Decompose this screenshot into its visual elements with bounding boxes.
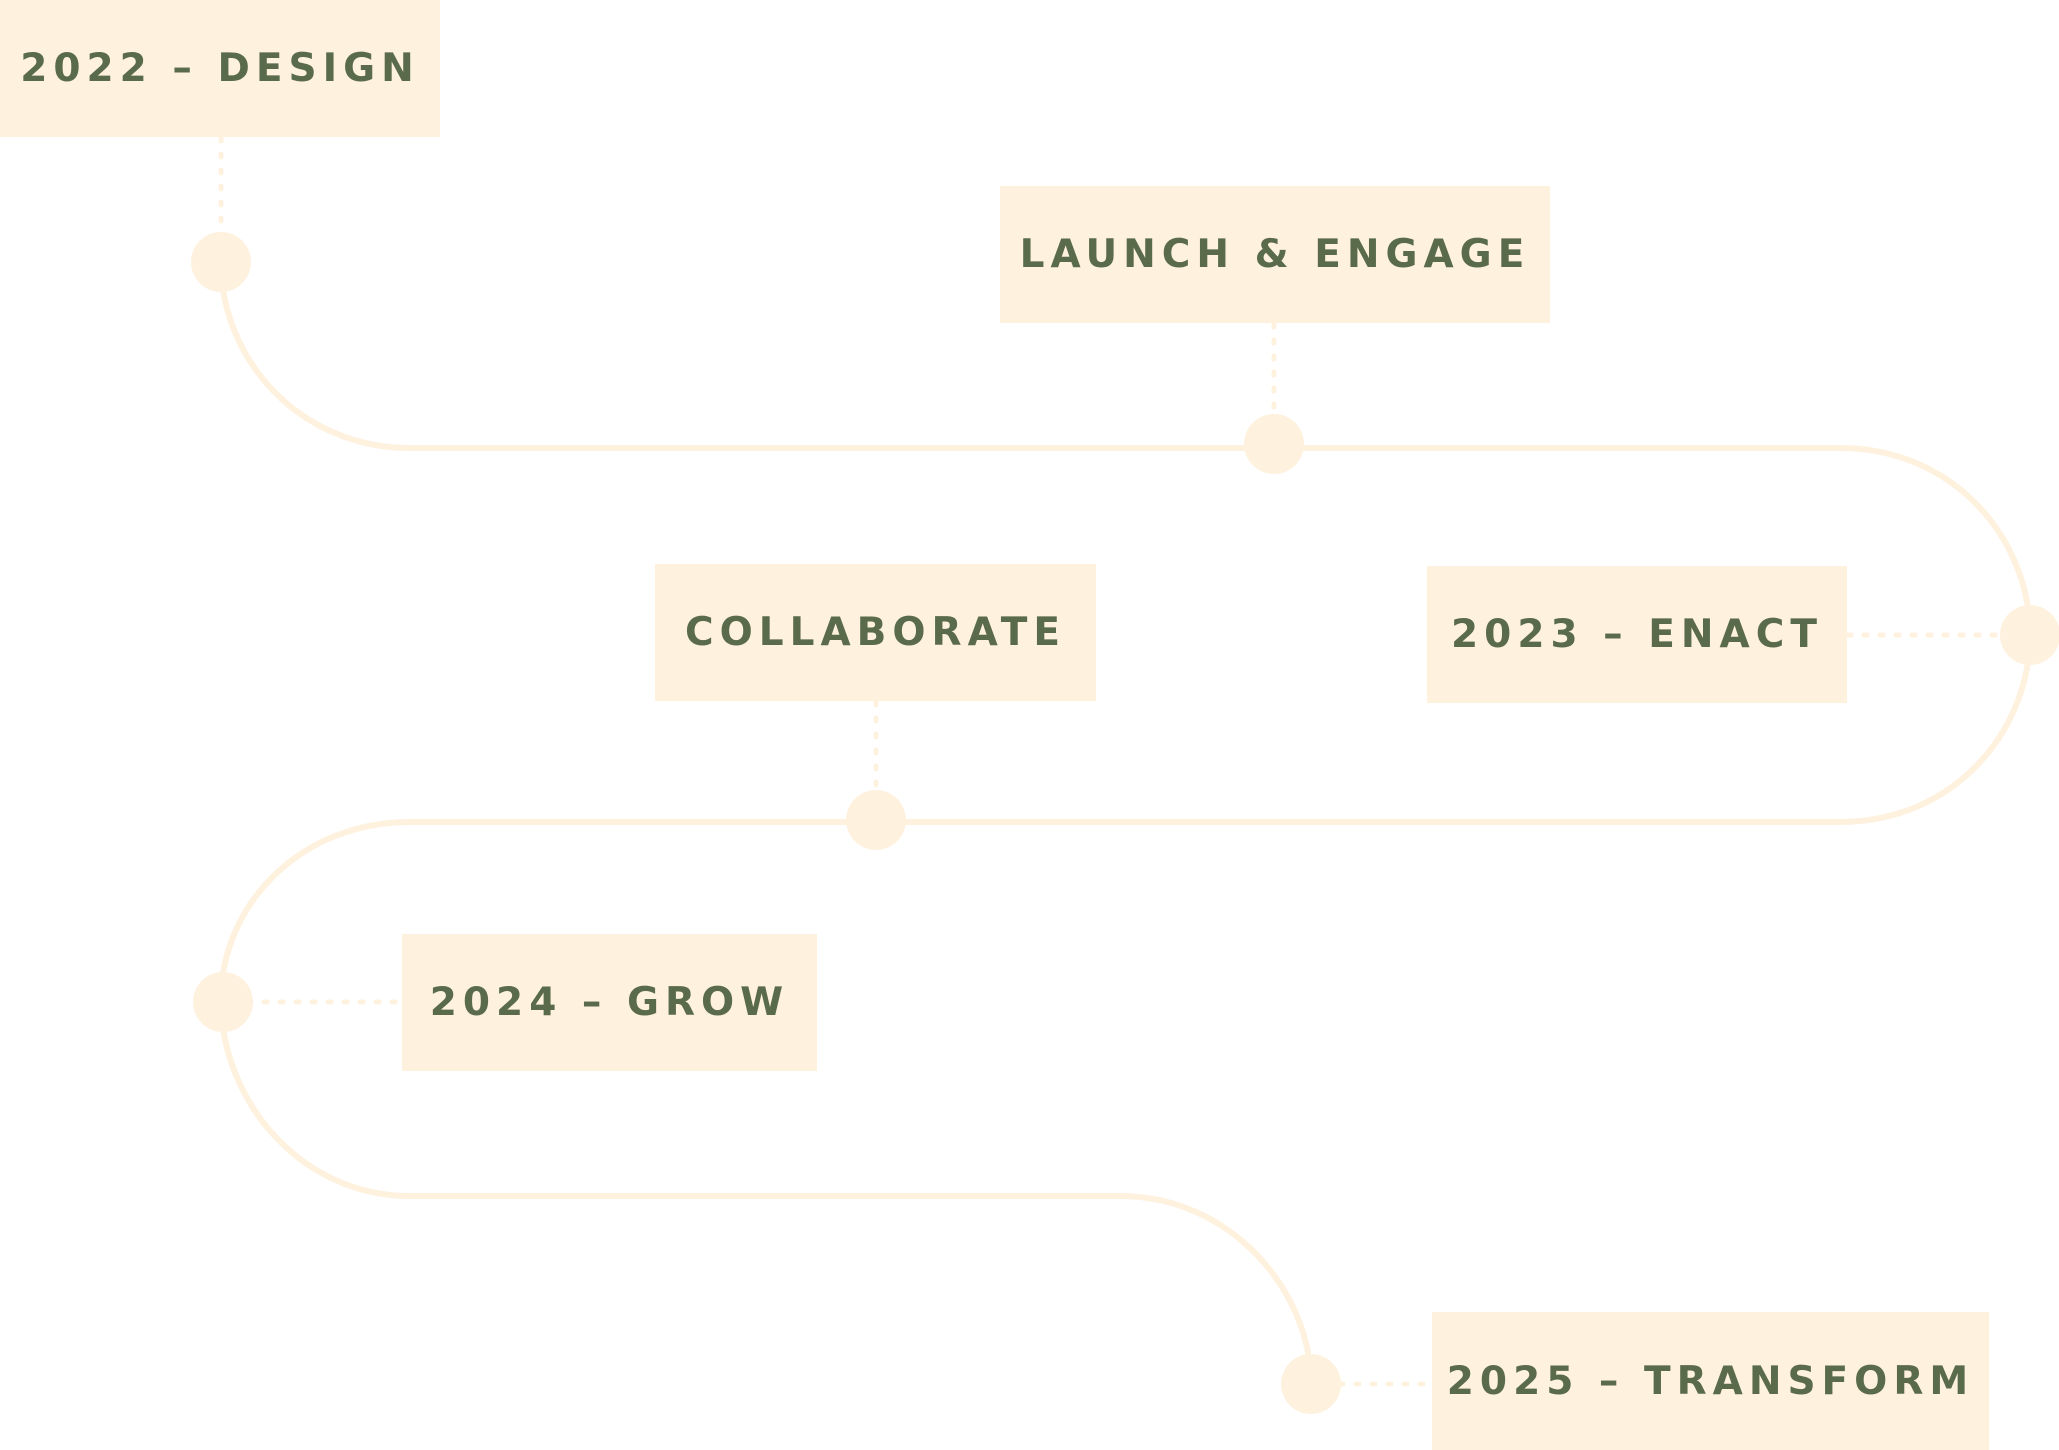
node-design [191, 232, 251, 292]
node-collaborate [846, 790, 906, 850]
milestone-label: COLLABORATE [685, 610, 1066, 655]
milestone-box-launch: LAUNCH & ENGAGE [1000, 186, 1550, 323]
node-transform [1281, 1354, 1341, 1414]
milestone-box-transform: 2025 – TRANSFORM [1432, 1312, 1989, 1450]
milestone-label: 2025 – TRANSFORM [1446, 1358, 1975, 1404]
milestone-box-grow: 2024 – GROW [402, 934, 817, 1071]
node-grow [193, 972, 253, 1032]
node-enact [2000, 605, 2059, 665]
milestone-label: 2022 – DESIGN [20, 46, 420, 91]
milestone-box-enact: 2023 – ENACT [1427, 566, 1847, 703]
milestone-label: 2024 – GROW [429, 980, 790, 1025]
milestone-box-design: 2022 – DESIGN [0, 0, 440, 137]
timeline-path [217, 261, 2034, 1385]
milestone-box-collaborate: COLLABORATE [655, 564, 1096, 701]
milestone-label: LAUNCH & ENGAGE [1019, 232, 1531, 277]
milestone-label: 2023 – ENACT [1451, 612, 1823, 657]
node-launch [1244, 414, 1304, 474]
